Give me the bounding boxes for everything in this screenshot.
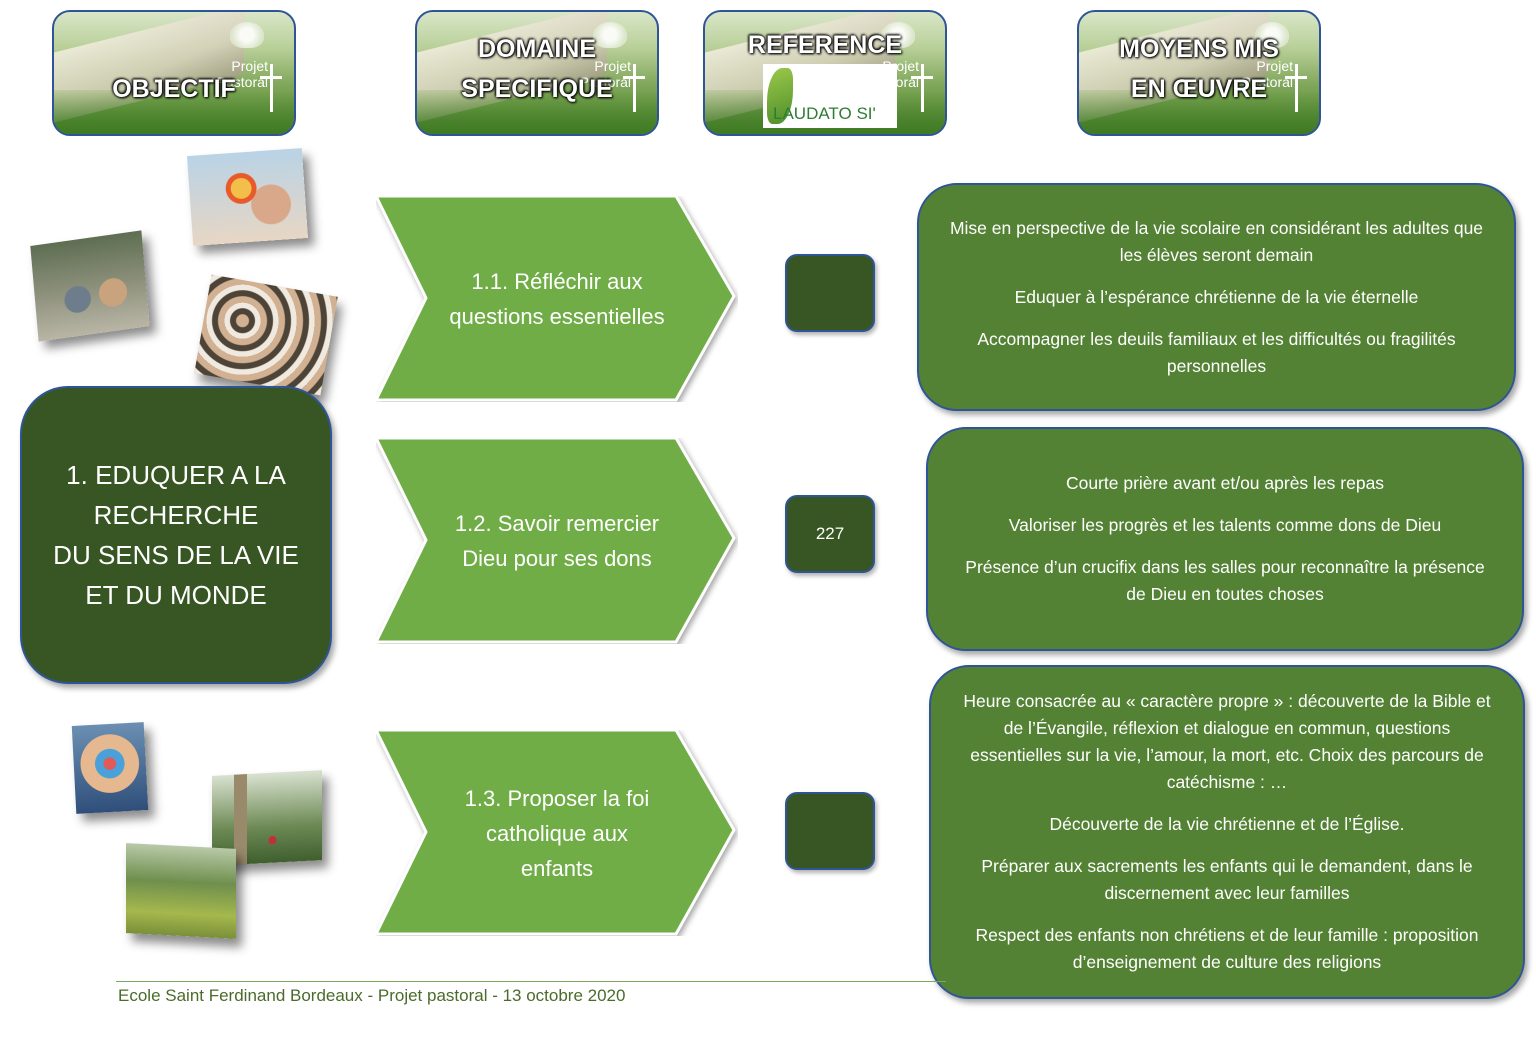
reference-box-1	[785, 254, 875, 332]
means-item: Présence d’un crucifix dans les salles p…	[965, 557, 1485, 604]
means-item: Heure consacrée au « caractère propre » …	[963, 691, 1491, 792]
means-item: Valoriser les progrès et les talents com…	[1008, 515, 1442, 535]
header-title-line1: DOMAINE	[477, 35, 597, 63]
objective-line3: DU SENS DE LA VIE	[53, 540, 299, 570]
photo-face-paint	[71, 722, 149, 814]
tree-logo-icon	[881, 22, 915, 48]
tree-logo-icon	[230, 22, 264, 48]
objective-line4: ET DU MONDE	[85, 580, 267, 610]
means-item: Eduquer à l’espérance chrétienne de la v…	[1014, 286, 1419, 307]
tree-logo-icon	[1255, 22, 1289, 48]
cross-icon	[621, 64, 647, 112]
photo-trees-park	[126, 843, 236, 939]
header-title: REFERENCE	[747, 31, 903, 59]
header-title: OBJECTIF	[112, 75, 236, 103]
grass-image	[1079, 90, 1319, 134]
means-item: Respect des enfants non chrétiens et de …	[975, 925, 1479, 972]
means-item: Courte prière avant et/ou après les repa…	[1065, 473, 1385, 493]
means-item: Préparer aux sacrements les enfants qui …	[981, 856, 1473, 903]
laudato-si-text: LAUDATO SI'	[773, 104, 876, 123]
means-box-2: Courte prière avant et/ou après les repa…	[926, 427, 1524, 651]
chevron-shape	[376, 438, 736, 644]
chevron-shape	[376, 196, 736, 402]
tree-logo-icon	[593, 22, 627, 48]
chevron-shape	[376, 730, 736, 936]
photo-group-children	[194, 274, 338, 396]
cross-icon	[909, 64, 935, 112]
reference-box-3	[785, 792, 875, 870]
header-title-line2: SPECIFIQUE	[461, 75, 613, 103]
means-item: Accompagner les deuils familiaux et les …	[977, 328, 1456, 376]
header-title-line1: MOYENS MIS	[1119, 35, 1279, 63]
grass-image	[417, 90, 657, 134]
objective-box: 1. EDUQUER A LA RECHERCHE DU SENS DE LA …	[20, 386, 332, 684]
means-box-3: Heure consacrée au « caractère propre » …	[929, 665, 1525, 999]
grass-image	[54, 90, 294, 134]
footer-text: Ecole Saint Ferdinand Bordeaux - Projet …	[118, 986, 626, 1005]
footer-divider	[116, 981, 946, 982]
laudato-si-logo: LAUDATO SI'	[763, 64, 897, 128]
cross-icon	[1283, 64, 1309, 112]
photo-painted-hand	[187, 148, 308, 246]
means-box-1: Mise en perspective de la vie scolaire e…	[917, 183, 1516, 411]
means-item: Mise en perspective de la vie scolaire e…	[949, 217, 1484, 265]
reference-box-2: 227	[785, 495, 875, 573]
header-title-line2: EN ŒUVRE	[1130, 75, 1268, 103]
cross-icon	[258, 64, 284, 112]
objective-line2: RECHERCHE	[93, 500, 259, 530]
objective-line1: 1. EDUQUER A LA	[66, 460, 286, 490]
photo-children-sitting	[30, 230, 150, 342]
means-item: Découverte de la vie chrétienne et de l’…	[1049, 814, 1405, 834]
